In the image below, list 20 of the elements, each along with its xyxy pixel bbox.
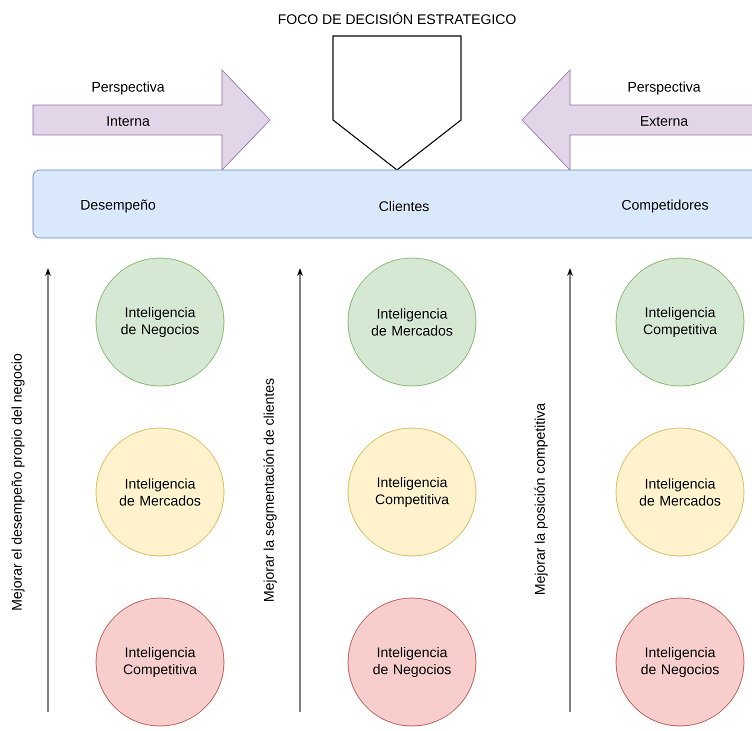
circle-node: Inteligencia de Negocios	[96, 258, 224, 386]
band-label: Desempeño	[81, 200, 156, 212]
band-label: Clientes	[379, 200, 429, 212]
heading: FOCO DE DECISIÓN ESTRATEGICO	[278, 12, 516, 24]
arrow-label: Externa	[641, 116, 688, 126]
circle-node: Inteligencia de Negocios	[616, 598, 744, 726]
axis-label: Mejorar la segmentación de clientes	[263, 378, 277, 601]
circle-node: Inteligencia de Negocios	[348, 598, 476, 726]
circle-node: Inteligencia de Mercados	[96, 428, 224, 556]
arrow-label: Interna	[108, 116, 150, 126]
arrow-label: Perspectiva	[628, 81, 701, 95]
circle-node: Inteligencia Competitiva	[96, 598, 224, 726]
band-label: Competidores	[622, 199, 708, 213]
axis-label: Mejorar el desempeño propio del negocio	[11, 354, 25, 610]
axis-label: Mejorar la posición competitiva	[534, 402, 548, 594]
circle-node: Inteligencia de Mercados	[616, 428, 744, 556]
arrow-label: Perspectiva	[92, 81, 165, 95]
circle-node: Inteligencia Competitiva	[348, 428, 476, 556]
circle-node: Inteligencia de Mercados	[348, 258, 476, 386]
circle-node: Inteligencia Competitiva	[616, 258, 744, 386]
